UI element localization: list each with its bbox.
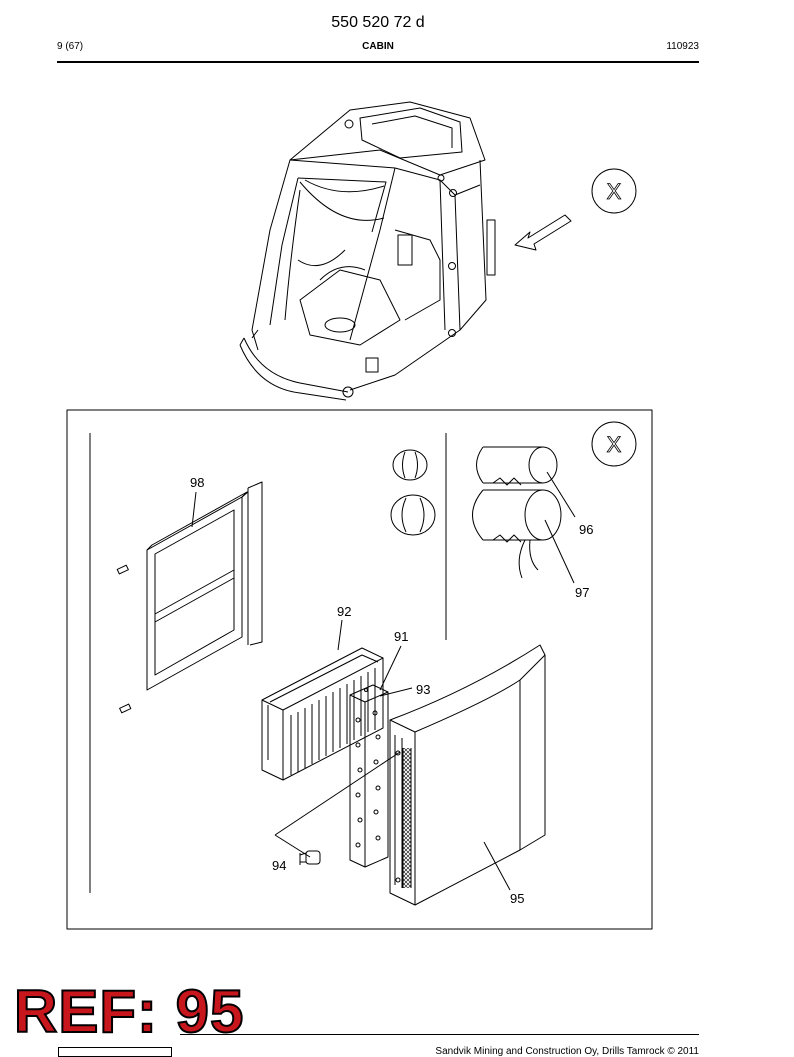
part-94-knob <box>299 850 321 865</box>
detail-marker-box: X <box>607 432 622 457</box>
callout-95: 95 <box>510 891 524 906</box>
date-code: 110923 <box>666 41 699 52</box>
part-93-perforated-bar <box>349 684 389 868</box>
ring-large <box>390 494 436 536</box>
part-96-filter-roll <box>476 446 558 486</box>
callout-96: 96 <box>579 522 593 537</box>
detail-marker-circle <box>591 168 637 214</box>
callout-94: 94 <box>272 858 286 873</box>
callout-97: 97 <box>575 585 589 600</box>
screw-left-bottom <box>119 703 132 714</box>
callout-98: 98 <box>190 475 204 490</box>
company-logo <box>58 1047 172 1057</box>
header-rule <box>57 61 699 63</box>
callout-91: 91 <box>394 629 408 644</box>
callout-92: 92 <box>337 604 351 619</box>
document-number: 550 520 72 d <box>331 14 425 31</box>
footer-rule <box>180 1034 699 1035</box>
detail-marker-top: X <box>607 179 622 204</box>
part-98-grille <box>146 481 263 691</box>
screw-left-top <box>116 564 129 575</box>
page-indicator: 9 (67) <box>57 41 84 52</box>
cabin-overview-drawing <box>239 101 572 401</box>
section-title: CABIN <box>362 41 394 52</box>
exploded-view-frame <box>66 409 653 930</box>
callout-93: 93 <box>416 682 430 697</box>
detail-marker-circle <box>591 421 637 467</box>
part-97-filter-roll <box>472 489 562 579</box>
footer-copyright: Sandvik Mining and Construction Oy, Dril… <box>435 1046 699 1057</box>
part-95-cover <box>389 644 546 906</box>
part-92-filter <box>261 647 384 781</box>
ring-small <box>392 449 428 481</box>
reference-stamp: REF: 95 <box>13 978 245 1045</box>
